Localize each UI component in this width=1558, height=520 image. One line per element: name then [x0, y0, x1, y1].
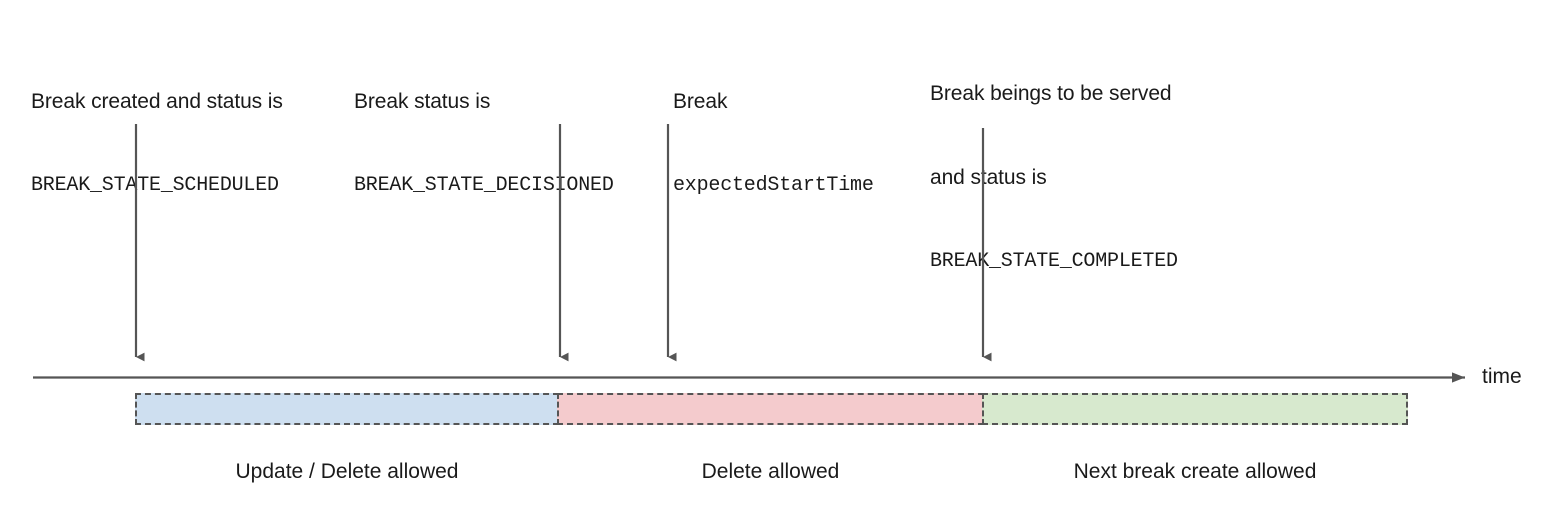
phase-caption-next-break-create: Next break create allowed	[1073, 460, 1317, 483]
phase-caption-delete: Delete allowed	[701, 460, 840, 483]
annotation-scheduled-line1: Break created and status is	[31, 90, 283, 113]
annotation-expected-start-time: Break expectedStartTime	[673, 32, 874, 256]
annotation-expected-start-time-line1: Break	[673, 90, 728, 113]
annotation-decisioned-line1: Break status is	[354, 90, 491, 113]
annotation-completed: Break beings to be served and status is …	[930, 24, 1178, 332]
phase-bar-next-break-create	[982, 393, 1408, 425]
annotation-completed-line2: and status is	[930, 166, 1047, 189]
annotation-decisioned: Break status is BREAK_STATE_DECISIONED	[354, 32, 614, 256]
phase-bar-delete	[557, 393, 984, 425]
phase-bar-update-delete	[135, 393, 559, 425]
annotation-scheduled-line2: BREAK_STATE_SCHEDULED	[31, 174, 279, 197]
annotation-expected-start-time-line2: expectedStartTime	[673, 174, 874, 197]
annotation-completed-line3: BREAK_STATE_COMPLETED	[930, 250, 1178, 273]
phase-caption-update-delete: Update / Delete allowed	[235, 460, 459, 483]
annotation-decisioned-line2: BREAK_STATE_DECISIONED	[354, 174, 614, 197]
annotation-completed-line1: Break beings to be served	[930, 82, 1172, 105]
annotation-scheduled: Break created and status is BREAK_STATE_…	[31, 32, 283, 256]
time-axis-label: time	[1482, 365, 1522, 388]
